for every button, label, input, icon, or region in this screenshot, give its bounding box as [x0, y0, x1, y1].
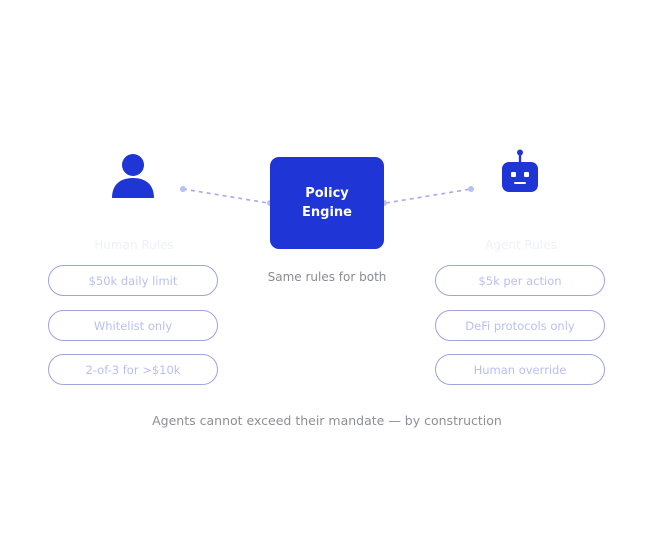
policy-engine-caption: Same rules for both — [267, 270, 387, 284]
agent-rule-text: $5k per action — [478, 273, 562, 288]
agent-rule-pill: DeFi protocols only — [435, 310, 605, 341]
agent-rule-pill: Human override — [435, 354, 605, 385]
policy-engine-title-line1: Policy — [305, 186, 349, 201]
person-icon — [111, 153, 155, 199]
robot-icon — [501, 149, 539, 193]
footer-caption: Agents cannot exceed their mandate — by … — [152, 413, 502, 428]
human-rule-text: $50k daily limit — [88, 273, 178, 288]
human-rule-pill: 2-of-3 for >$10k — [48, 354, 218, 385]
human-rule-text: 2-of-3 for >$10k — [85, 362, 181, 377]
link-engine-agent — [385, 188, 472, 204]
link-human-dot — [180, 186, 186, 192]
policy-engine-title-line2: Engine — [302, 205, 352, 220]
link-human-engine — [182, 188, 269, 204]
agent-rule-text: Human override — [473, 362, 567, 377]
policy-engine-box: Policy Engine — [270, 157, 384, 249]
human-column-label: Human Rules — [94, 238, 174, 252]
link-agent-dot — [468, 186, 474, 192]
agent-rule-text: DeFi protocols only — [465, 318, 575, 333]
human-rule-pill: $50k daily limit — [48, 265, 218, 296]
human-rule-text: Whitelist only — [93, 318, 173, 333]
agent-column-label: Agent Rules — [485, 238, 557, 252]
agent-rule-pill: $5k per action — [435, 265, 605, 296]
human-rule-pill: Whitelist only — [48, 310, 218, 341]
